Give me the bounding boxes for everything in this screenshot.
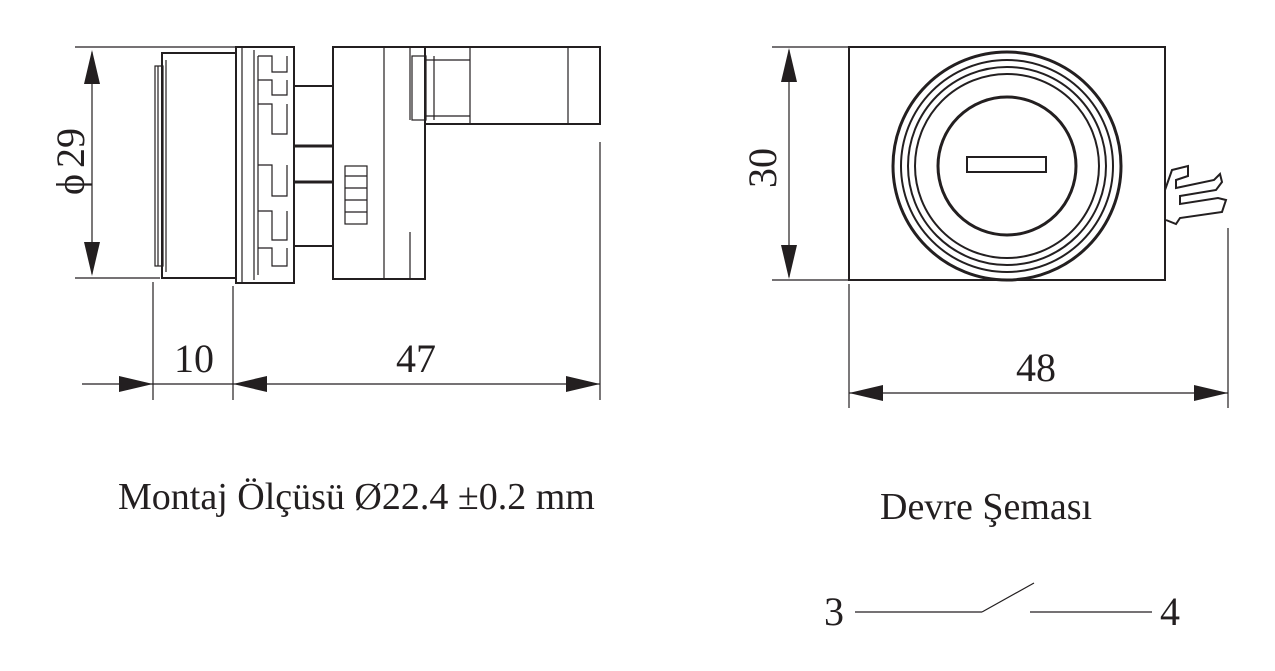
- front-plate: [848, 46, 1166, 281]
- terminal: [411, 46, 601, 125]
- terminal-tab: [1164, 164, 1228, 226]
- mounting-nut: [235, 46, 295, 284]
- terminal-3-label: 3: [824, 589, 844, 634]
- diameter-dimension: ϕ29: [48, 50, 100, 276]
- width-dimension: 48: [849, 345, 1228, 401]
- width-label: 48: [1016, 345, 1056, 390]
- mounting-caption: Montaj Ölçüsü Ø22.4 ±0.2 mm: [118, 476, 595, 518]
- key-slot: [966, 156, 1047, 173]
- front-view: 30 48: [740, 46, 1229, 408]
- neck: [294, 85, 333, 247]
- front-depth-label: 10: [174, 336, 214, 381]
- terminal-4-label: 4: [1160, 589, 1180, 634]
- key-lock: [891, 50, 1123, 282]
- side-view: ϕ29 10 47: [48, 46, 601, 400]
- front-extension-lines: [772, 46, 1229, 408]
- contact-block: [332, 46, 426, 280]
- length-dimensions: 10 47: [82, 336, 600, 392]
- height-label: 30: [740, 148, 785, 188]
- body-length-label: 47: [396, 336, 436, 381]
- circuit-diagram: 3 4: [824, 582, 1180, 634]
- diameter-label: ϕ29: [48, 128, 93, 195]
- height-dimension: 30: [740, 48, 797, 279]
- extension-lines: [75, 46, 601, 400]
- circuit-caption: Devre Şeması: [880, 486, 1093, 528]
- front-cap: [154, 52, 237, 279]
